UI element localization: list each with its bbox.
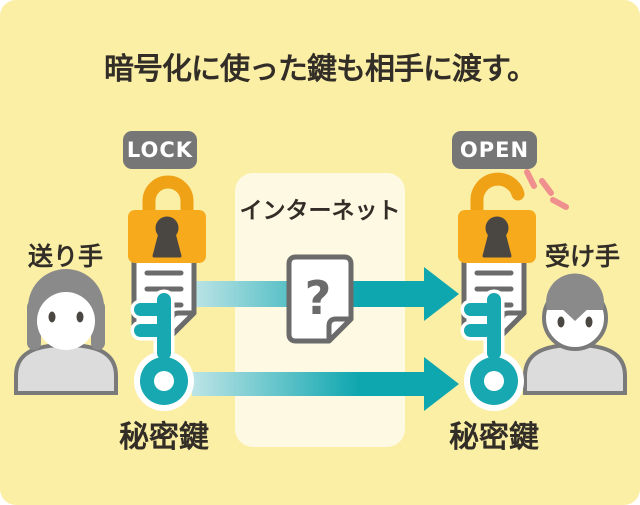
- padlock-locked-icon: [128, 175, 206, 263]
- encrypted-document-icon: ?: [286, 254, 354, 344]
- internet-label: インターネット: [239, 198, 401, 224]
- open-badge: OPEN: [452, 131, 537, 169]
- diagram-title: 暗号化に使った鍵も相手に渡す。: [104, 52, 537, 87]
- receiver-label: 受け手: [545, 242, 621, 271]
- padlock-open-icon: [458, 169, 569, 263]
- secret-key-label-sender: 秘密鍵: [119, 420, 209, 455]
- secret-key-label-receiver: 秘密鍵: [449, 420, 539, 455]
- key-flow-arrow-icon: [192, 357, 459, 411]
- person-receiver-icon: [523, 273, 627, 395]
- sparkle-icon: [524, 169, 569, 210]
- lock-badge: LOCK: [123, 131, 197, 169]
- question-mark: ?: [305, 271, 332, 325]
- sender-label: 送り手: [28, 242, 104, 271]
- person-sender-icon: [14, 269, 118, 395]
